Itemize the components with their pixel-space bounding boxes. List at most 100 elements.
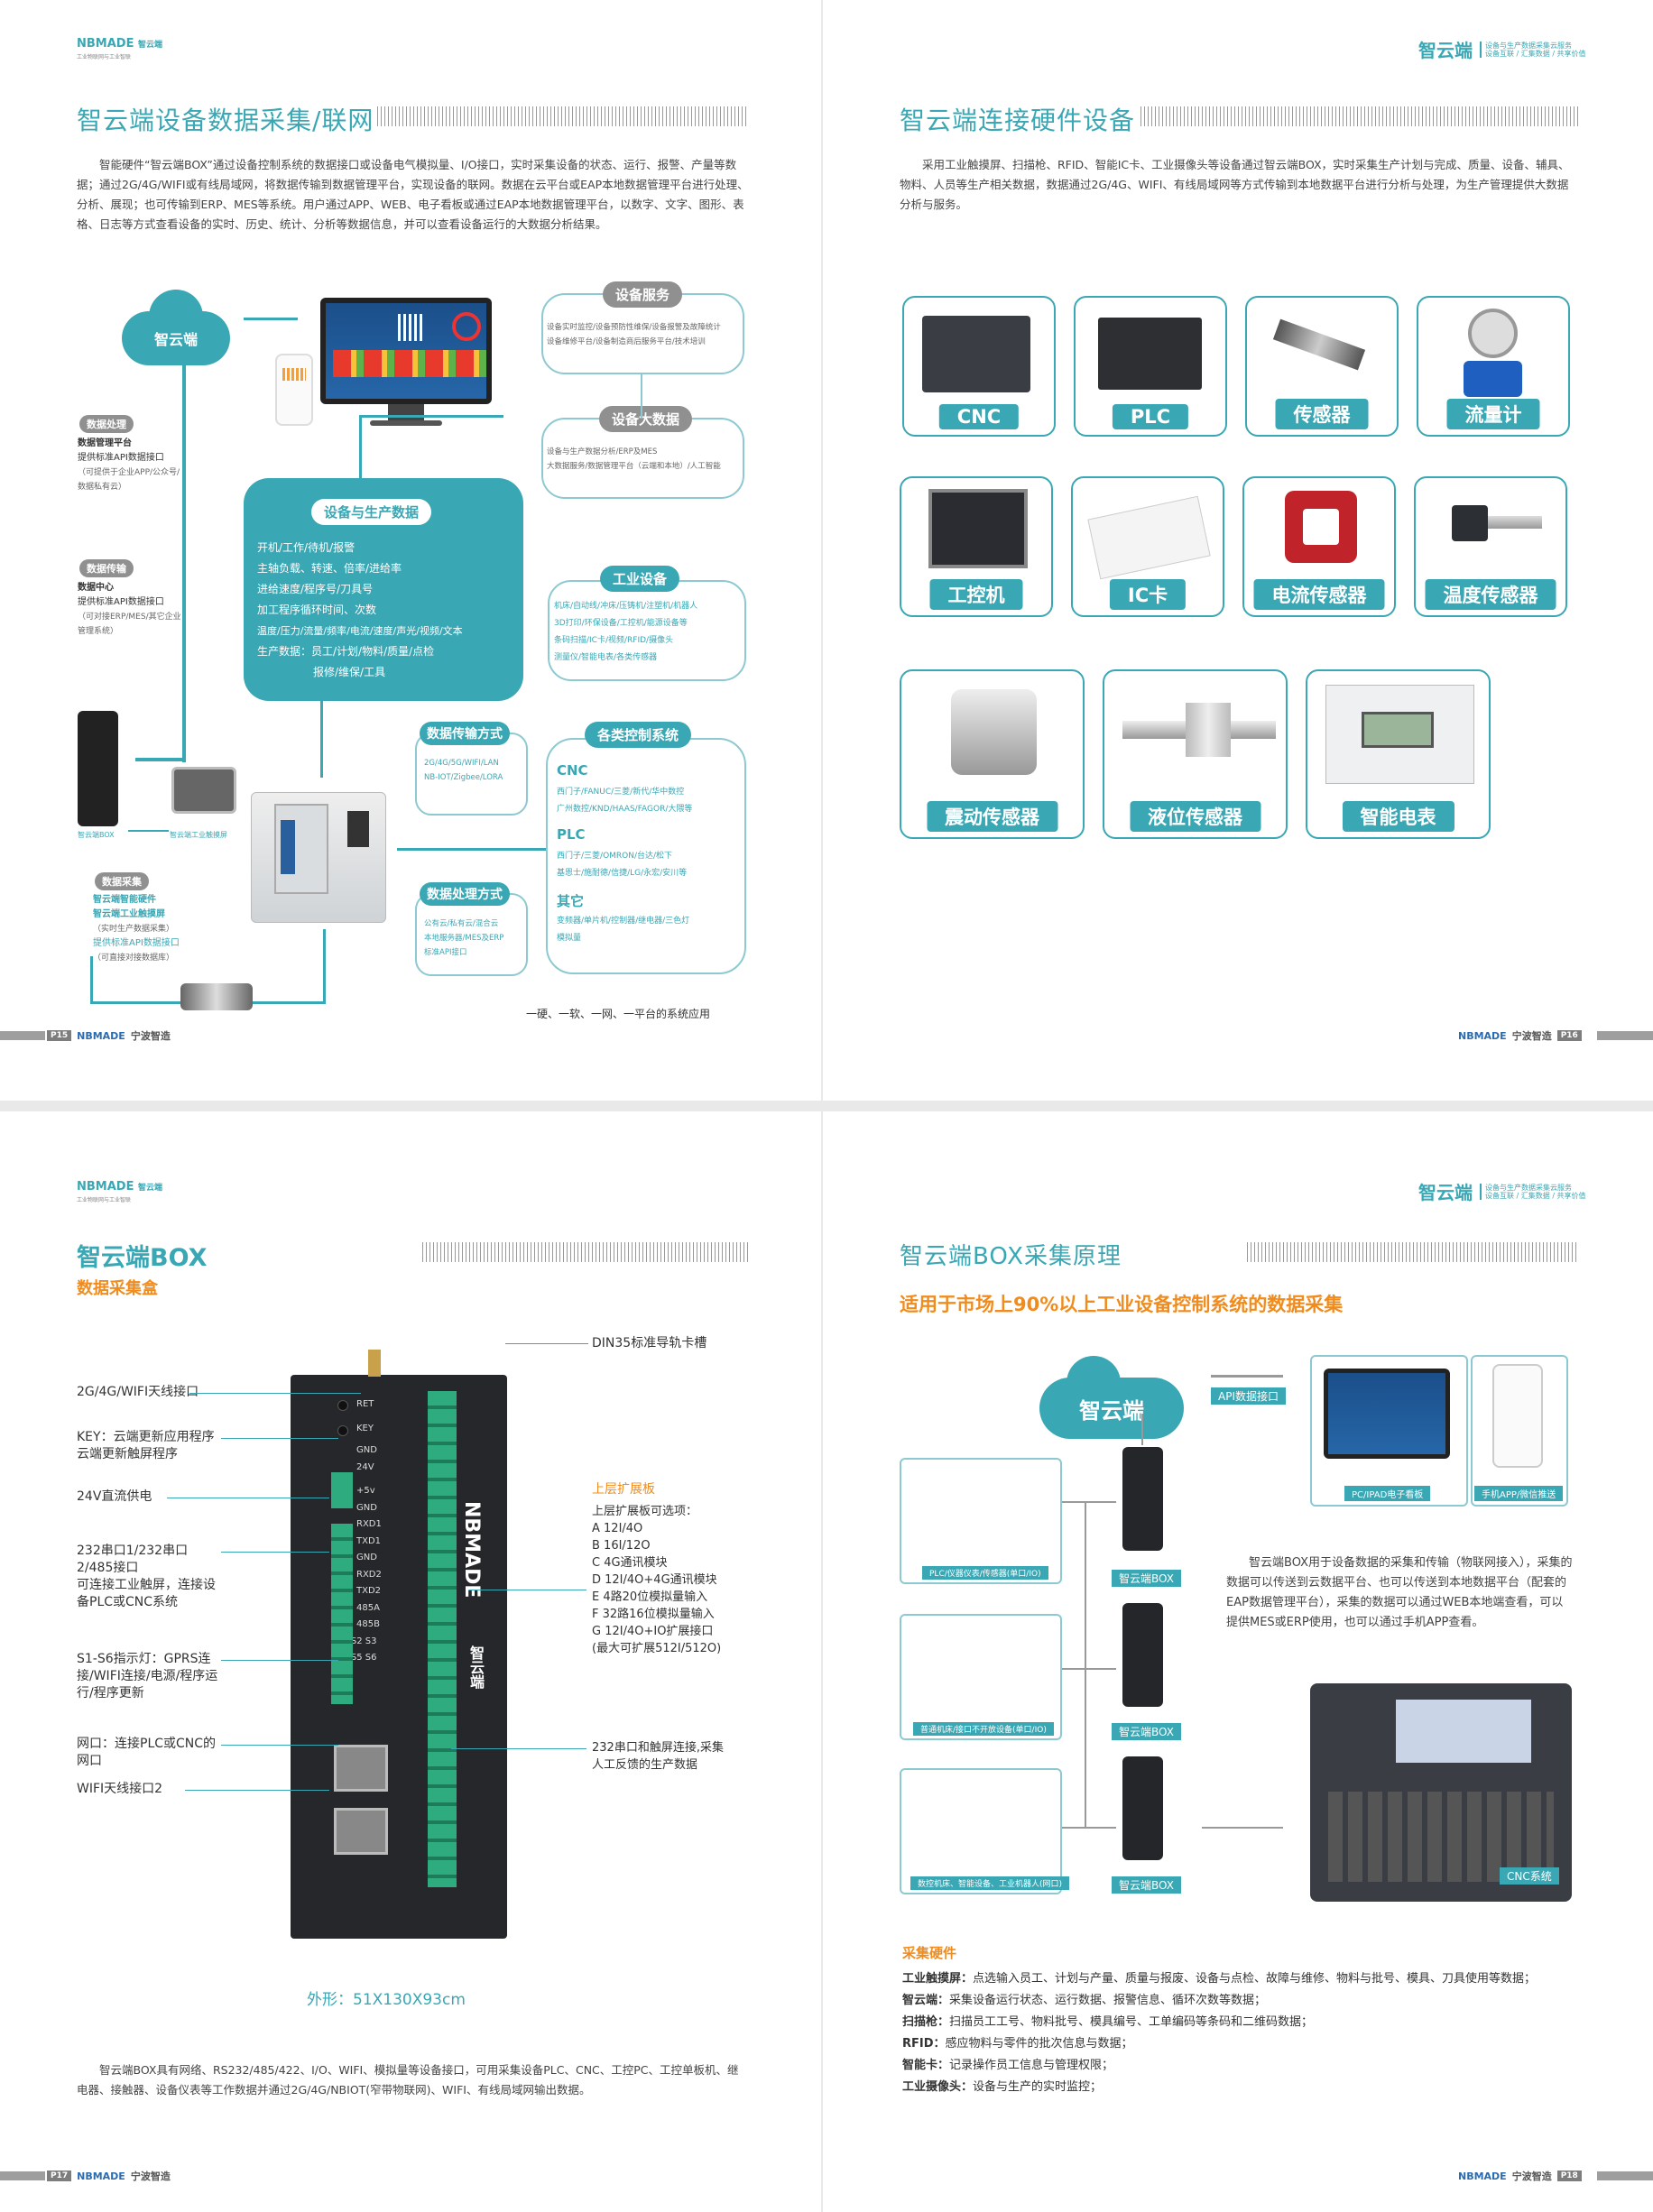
group-2-label: 普通机床/接口不开放设备(单口/IO) [913, 1722, 1054, 1736]
link-vert [1085, 1501, 1086, 1829]
label-din: DIN35标准导轨卡槽 [592, 1336, 707, 1350]
footer-bar [0, 2171, 45, 2180]
plc-text: 西门子/三菱/OMRON/台达/松下 基恩士/施耐德/信捷/LG/永宏/安川等 [557, 852, 688, 878]
size-text: 外形：51X130X93cm [307, 1991, 466, 2009]
lead-232 [451, 1748, 586, 1749]
monitor-stand [388, 404, 424, 422]
device-brand: NBMADE [460, 1501, 483, 1599]
header-tag: 智云端设备与生产数据采集云服务 设备互联 / 汇集数据 / 共享价值 [1418, 40, 1586, 61]
group-1-label: PLC/仪器仪表/传感器(单口/IO) [922, 1566, 1048, 1580]
group-3 [900, 1768, 1062, 1894]
box-label-small: 智云端BOX [78, 831, 115, 839]
link-2 [1062, 1668, 1116, 1670]
box-right-arrow [1202, 1827, 1283, 1829]
box-3-label: 智云端BOX [1112, 1876, 1181, 1894]
card-ic: IC卡 [1071, 476, 1224, 617]
bottom-right-vert [323, 929, 326, 1004]
hw-title: 采集硬件 [902, 1945, 957, 1961]
label-key: KEY：云端更新应用程序云端更新触屏程序 [77, 1430, 215, 1461]
phone [1492, 1364, 1543, 1468]
service-title: 设备服务 [603, 281, 683, 308]
dt-block: 数据中心提供标准API数据接口（可对接ERP/MES/其它企业管理系统） [78, 583, 181, 636]
dt-title: 数据传输 [79, 559, 134, 577]
plc-heading: PLC [557, 826, 586, 843]
prod-data-title: 设备与生产数据 [311, 499, 432, 525]
page-title: 智云端BOX采集原理 [900, 1243, 1122, 1270]
lead-leds [221, 1660, 338, 1661]
api-label: API数据接口 [1211, 1387, 1286, 1405]
lead-wifi2 [185, 1790, 329, 1791]
dp-title: 数据处理 [79, 415, 134, 433]
hw-item: 扫描枪：扫描员工工号、物料批号、模具编号、工单编码等条码和二维码数据； [902, 2015, 1314, 2029]
transfer-box [415, 733, 528, 816]
machine-left-arrow [128, 830, 169, 832]
cnc-machine [251, 792, 386, 923]
label-net: 网口：连接PLC或CNC的网口 [77, 1737, 217, 1768]
bigdata-title: 设备大数据 [599, 406, 693, 432]
device-brand-cn: 智云端 [467, 1645, 485, 1689]
page-title: 智云端连接硬件设备 [900, 106, 1136, 135]
page-subtitle: 数据采集盒 [77, 1279, 158, 1298]
monitor-base [370, 420, 442, 426]
dc-title: 数据采集 [95, 872, 149, 890]
hw-item: RFID：感应物料与零件的批次信息与数据； [902, 2037, 1133, 2051]
page-18: 智云端设备与生产数据采集云服务 设备互联 / 汇集数据 / 共享价值 智云端BO… [823, 1111, 1653, 2212]
cloud-badge: 智云端 [122, 290, 230, 365]
bottom-caption: 一硬、一软、一网、一平台的系统应用 [526, 1008, 711, 1020]
card-sensor: 传感器 [1245, 296, 1399, 437]
label-232: 232串口和触屏连接,采集 人工反馈的生产数据 [592, 1741, 724, 1772]
footer-bar [0, 1031, 45, 1040]
title-stripe [422, 1242, 749, 1262]
title-stripe [1247, 1242, 1576, 1262]
phone [275, 354, 313, 426]
process-text: 公有云/私有云/混合云 本地服务器/MES及ERP 标准API接口 [424, 919, 504, 957]
link-3 [1062, 1827, 1116, 1829]
card-smart-meter: 智能电表 [1306, 669, 1491, 839]
brand-logo: NBMADE 智云端 工业物联网与工业智联 [77, 37, 163, 61]
cloud-badge: 智云端 [1039, 1356, 1184, 1439]
headline: 适用于市场上90%以上工业设备控制系统的数据采集 [900, 1294, 1344, 1315]
card-plc: PLC [1074, 296, 1227, 437]
ethernet-2 [334, 1808, 388, 1855]
label-serial: 232串口1/232串口2/485接口 可连接工业触屏，连接设备PLC或CNC系… [77, 1544, 216, 1609]
hw-list: 工业触摸屏：点选输入员工、计划与产量、质量与报废、设备与点检、故障与维修、物料与… [902, 1968, 1575, 2098]
cloud-monitor-arrow [244, 318, 298, 320]
desc-text: 智云端BOX具有网络、RS232/485/422、I/O、WIFI、模拟量等设备… [77, 2063, 739, 2097]
antenna [368, 1350, 381, 1377]
industry-title: 工业设备 [600, 566, 680, 592]
ethernet-1 [334, 1745, 388, 1792]
page-title: 智云端BOX [77, 1244, 208, 1272]
hw-item: 工业触摸屏：点选输入员工、计划与产量、质量与报废、设备与点检、故障与维修、物料与… [902, 1972, 1537, 1986]
box-2 [1122, 1603, 1163, 1707]
key-button [337, 1425, 348, 1436]
other-heading: 其它 [557, 893, 585, 909]
footer-bar [1597, 2171, 1653, 2180]
intro-text: 智能硬件“智云端BOX”通过设备控制系统的数据接口或设备电气模拟量、I/O接口，… [77, 158, 749, 231]
hw-item: 智能卡：记录操作员工信息与管理权限； [902, 2059, 1114, 2072]
exp-title: 上层扩展板 [592, 1482, 655, 1497]
title-stripe [377, 106, 747, 126]
card-level: 液位传感器 [1103, 669, 1288, 839]
sensors-bottom [180, 983, 253, 1010]
title-stripe [1140, 106, 1578, 126]
cloud-arrow [1211, 1375, 1283, 1378]
page-15: NBMADE 智云端 工业物联网与工业智联 智云端设备数据采集/联网 智能硬件“… [0, 0, 821, 1101]
lead-key [221, 1438, 338, 1439]
cnc-panel [1310, 1683, 1572, 1902]
ctrl-title: 各类控制系统 [585, 722, 692, 748]
dp-block: 数据管理平台提供标准API数据接口（可提供于企业APP/公众号/数据私有云） [78, 438, 180, 492]
hw-item: 工业摄像头：设备与生产的实时监控； [902, 2080, 1103, 2094]
terminal-left [331, 1472, 353, 1508]
prod-data-list: 开机/工作/待机/报警主轴负载、转速、倍率/进给率进给速度/程序号/刀具号加工程… [257, 541, 463, 678]
phone-label: 手机APP/微信推送 [1474, 1486, 1564, 1501]
prod-top-connector [359, 415, 503, 418]
hw-item: 智云端：采集设备运行状态、运行数据、报警信息、循环次数等数据； [902, 1994, 1267, 2007]
cnc-label: CNC系统 [1500, 1867, 1559, 1885]
header-tag: 智云端设备与生产数据采集云服务 设备互联 / 汇集数据 / 共享价值 [1418, 1182, 1586, 1203]
label-power: 24V直流供电 [77, 1489, 152, 1504]
